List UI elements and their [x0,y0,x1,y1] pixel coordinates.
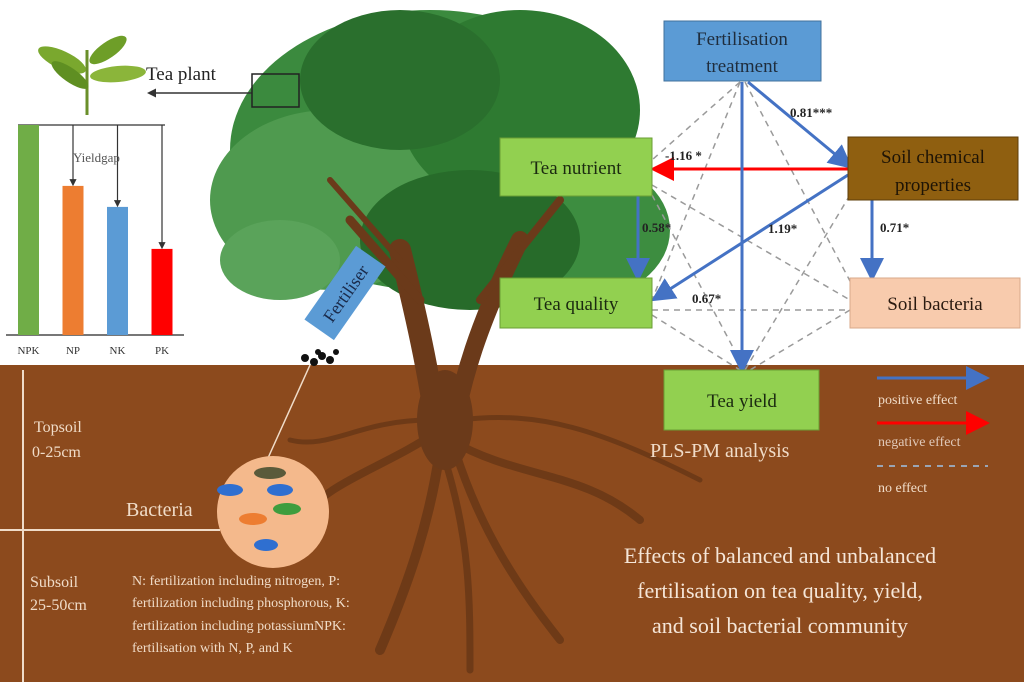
coef-nutrient-quality: 0.58* [642,220,671,235]
abstract-title: Effects of balanced and unbalanced ferti… [624,543,936,638]
bar-nk [107,206,128,335]
pls-pm-caption: PLS-PM analysis [650,440,790,462]
legend-none-label: no effect [878,481,927,496]
svg-text:and soil bacterial community: and soil bacterial community [652,613,908,638]
fertiliser-granules [301,349,339,366]
bar-npk [18,125,39,335]
yield-gap-label: Yieldgap [73,150,120,165]
svg-text:treatment: treatment [706,56,778,77]
svg-text:Tea quality: Tea quality [534,294,619,315]
node-soil-bacteria: Soil bacteria [849,277,1021,329]
legend-positive-label: positive effect [878,393,958,408]
legend: positive effect negative effect no effec… [877,366,990,496]
bar-label-pk: PK [155,345,169,357]
svg-text:Effects of balanced and unbala: Effects of balanced and unbalanced [624,543,936,568]
bacteria-pointer [267,364,311,459]
path-soilchem-quality [650,173,849,302]
subsoil-label: Subsoil [30,574,79,591]
coef-soilchem-bacteria: 0.71* [880,220,909,235]
svg-text:Fertilisation: Fertilisation [696,29,788,50]
svg-text:N: fertilization including nit: N: fertilization including nitrogen, P: [132,574,340,589]
svg-text:Soil bacteria: Soil bacteria [887,294,983,315]
yield-bar-chart: NPK NP NK PK [6,124,184,357]
svg-text:fertilisation on tea quality,: fertilisation on tea quality, yield, [637,578,923,603]
node-tea-nutrient: Tea nutrient [499,137,653,197]
svg-text:fertilization including potass: fertilization including potassiumNPK: [132,619,346,634]
svg-text:properties: properties [895,175,971,196]
node-fertilisation-treatment: Fertilisation treatment [663,20,822,82]
bar-label-np: NP [66,345,80,357]
bar-pk [151,248,173,335]
coef-soilchem-quality: 1.19* [768,221,797,236]
coef-soilchem-nutrient: -1.16 * [665,148,702,163]
coef-fert-yield: 0.67* [692,291,721,306]
svg-text:Tea yield: Tea yield [707,391,777,412]
path-fert-soilchem [747,80,853,169]
bar-label-npk: NPK [17,345,39,357]
tea-sprout-icon [38,35,146,115]
node-soil-chemical-properties: Soil chemical properties [847,136,1019,201]
tea-plant-focus-box [251,73,300,108]
node-tea-yield: Tea yield [663,369,820,431]
no-effect-paths [651,81,861,371]
topsoil-depth: 0-25cm [32,444,81,461]
coef-fert-soilchem: 0.81*** [790,105,832,120]
svg-text:fertilisation with N, P, and K: fertilisation with N, P, and K [132,641,293,656]
trunk-base [417,370,473,470]
svg-text:Soil chemical: Soil chemical [881,147,985,168]
tea-plant-label: Tea plant [146,64,217,85]
topsoil-label: Topsoil [34,419,82,436]
bacteria-magnifier [217,456,329,568]
svg-text:fertilization including phosph: fertilization including phosphorous, K: [132,596,350,611]
bar-label-nk: NK [110,345,126,357]
bar-np [62,185,84,335]
legend-negative-label: negative effect [878,435,961,450]
node-tea-quality: Tea quality [499,277,653,329]
svg-text:Tea nutrient: Tea nutrient [531,158,623,179]
subsoil-depth: 25-50cm [30,597,87,614]
bacteria-label: Bacteria [126,499,193,521]
abbreviation-footnote: N: fertilization including nitrogen, P: … [132,574,350,656]
